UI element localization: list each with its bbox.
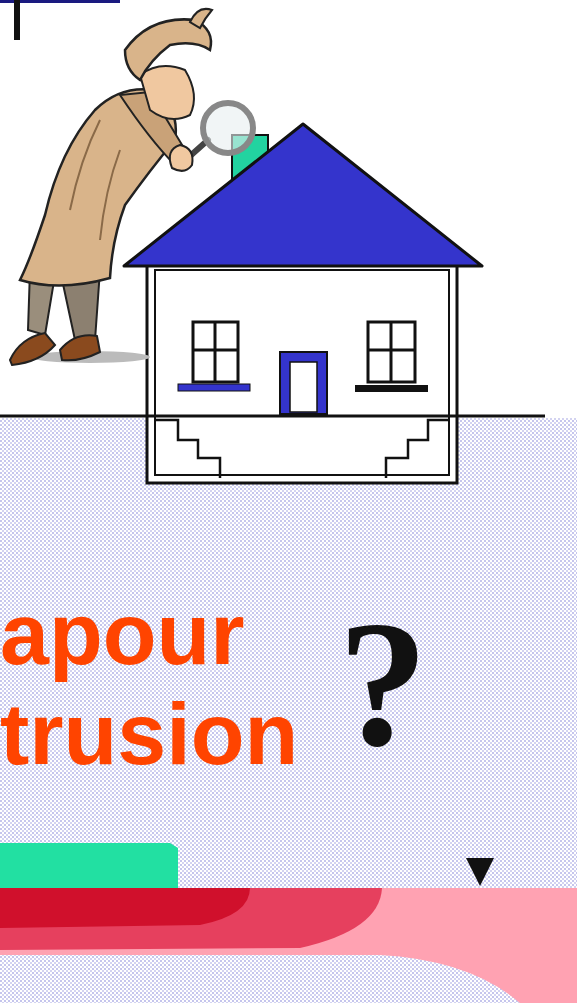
window-sill [355, 385, 428, 392]
window-bar [193, 349, 238, 352]
frame-edge [14, 0, 20, 40]
footing-left [155, 420, 220, 478]
window [368, 322, 415, 382]
heading-text: apour [0, 590, 244, 678]
detective-head [140, 66, 194, 119]
window-bar [368, 349, 415, 352]
detective-hand [170, 145, 193, 171]
question-mark: ? [338, 594, 428, 774]
detective-shoe [60, 335, 100, 360]
window-bar [214, 322, 217, 382]
free-product-layer [0, 843, 178, 890]
magnifier-lens [203, 103, 253, 153]
window-bar [390, 322, 393, 382]
plume-outer [0, 888, 577, 1003]
house-wall [147, 262, 457, 483]
door [280, 352, 327, 414]
soil-area [0, 418, 577, 1003]
window-sill [178, 384, 250, 391]
water-table-symbol [466, 858, 494, 886]
window [193, 322, 238, 382]
footing-right [386, 420, 449, 478]
door-panel [290, 362, 317, 412]
roof [124, 124, 482, 266]
plume-core [0, 888, 250, 928]
detective-shoe [10, 333, 55, 365]
plume-middle [0, 888, 382, 950]
heading-text: trusion [0, 690, 298, 778]
coat-fold [70, 120, 120, 240]
hat-flap [190, 9, 212, 28]
detective-hat [125, 19, 211, 80]
ground-line [0, 415, 545, 418]
